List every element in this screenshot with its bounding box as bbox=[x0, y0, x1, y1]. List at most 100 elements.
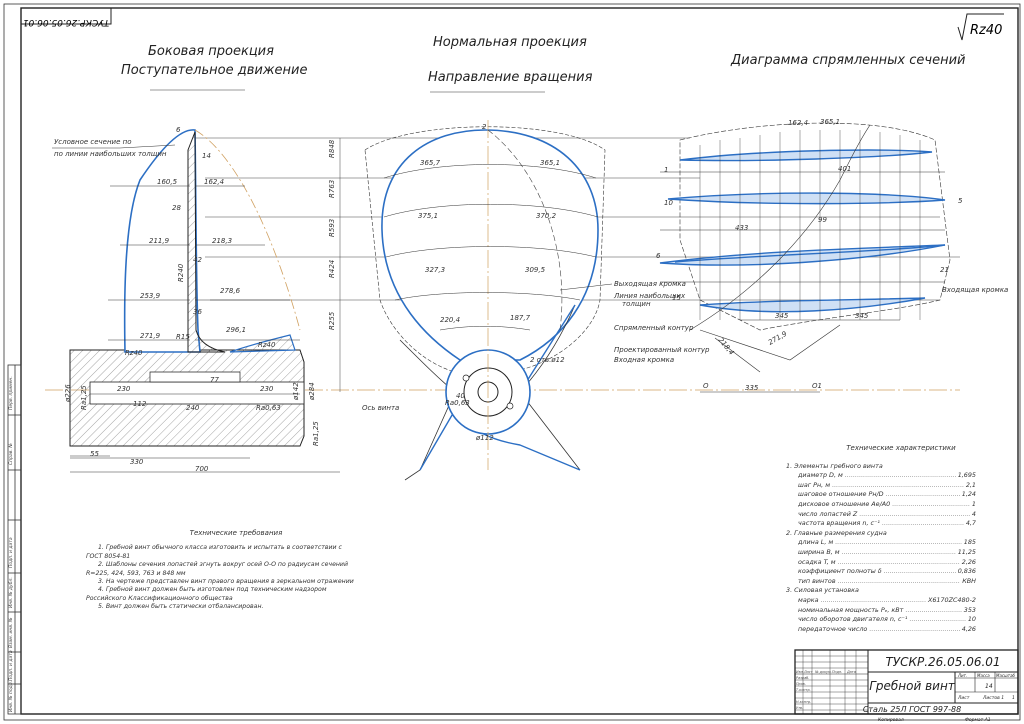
tech-char-value: Х6170ZC480-2 bbox=[927, 595, 976, 604]
side-dim-2539: 253,9 bbox=[140, 292, 161, 300]
side-dim-2119: 211,9 bbox=[149, 237, 170, 245]
outer-frame bbox=[3, 3, 1021, 721]
normal-dim-40: 40 bbox=[456, 392, 465, 400]
tech-char-row: частота вращения n, с⁻¹4,7 bbox=[786, 519, 976, 529]
normal-projection bbox=[364, 120, 613, 481]
diagram-diagonal bbox=[689, 124, 871, 331]
tech-char-value: 353 bbox=[963, 605, 976, 614]
heading-side-2: Поступательное движение bbox=[121, 63, 308, 78]
side-r240: R240 bbox=[177, 263, 185, 282]
tech-req-3: 3. На чертеже представлен винт правого в… bbox=[98, 578, 354, 586]
diag-label-1: 1 bbox=[664, 166, 668, 174]
tech-char-label: ширина B, м bbox=[798, 548, 956, 558]
side-r15: R15 bbox=[176, 333, 190, 341]
role-date: Дата bbox=[846, 670, 856, 674]
tech-char-row: коэффициент полноты δ0,836 bbox=[786, 567, 976, 577]
normal-ra063: Ra0,63 bbox=[445, 399, 470, 407]
roughness-sign bbox=[957, 13, 1004, 41]
diag-dim-401: 401 bbox=[838, 165, 851, 173]
role-doc: № докум. bbox=[814, 670, 832, 674]
tech-char-row: число лопастей Z4 bbox=[786, 510, 976, 520]
diag-dim-1624: 162,4 bbox=[788, 119, 808, 127]
tech-char-value: 4,26 bbox=[961, 624, 976, 633]
side-d284: ø284 bbox=[308, 382, 316, 401]
side-dim-14: 14 bbox=[202, 152, 211, 160]
normal-dim-3751: 375,1 bbox=[418, 212, 438, 220]
left-strip bbox=[7, 364, 22, 715]
tech-char-row: передаточное число4,26 bbox=[786, 625, 976, 635]
title-code: ТУСКР.26.05.06.01 bbox=[885, 655, 1000, 669]
normal-outer-dash bbox=[364, 126, 606, 373]
normal-dim-3273: 327,3 bbox=[425, 266, 445, 274]
strip-label-4: Инв. № дубл. bbox=[8, 577, 14, 608]
tech-char-label: диаметр D, м bbox=[798, 471, 956, 481]
title-hdr-scale: Масштаб bbox=[996, 673, 1016, 678]
callout-entry-edge: Входная кромка bbox=[614, 356, 674, 364]
sections-diagram bbox=[659, 122, 951, 393]
title-name: Гребной винт bbox=[869, 679, 956, 693]
diag-dim-335: 335 bbox=[745, 384, 759, 392]
tech-char-row: число оборотов двигателя n, с⁻¹10 bbox=[786, 615, 976, 625]
tech-char-row: длина L, м185 bbox=[786, 538, 976, 548]
tech-char-value: КВН bbox=[962, 576, 976, 585]
normal-dim-2: 2 bbox=[482, 123, 487, 131]
tech-char-row: ширина B, м11,25 bbox=[786, 548, 976, 558]
side-ra125a: Ra1,25 bbox=[80, 385, 88, 410]
tech-char-value: 1,695 bbox=[957, 471, 976, 480]
tech-char-value: 185 bbox=[963, 538, 976, 547]
section-r424 bbox=[674, 244, 946, 263]
tech-char-row: дисковое отношение Ae/A01 bbox=[786, 500, 976, 510]
normal-callout-leaders bbox=[559, 283, 613, 291]
side-d142: ø142 bbox=[292, 382, 300, 401]
role-nkontr: Н.контр. bbox=[796, 700, 811, 704]
title-hdr-mass: Масса bbox=[977, 673, 990, 678]
tech-char-label: длина L, м bbox=[798, 538, 962, 548]
tech-char-label: число лопастей Z bbox=[798, 510, 970, 520]
side-dim-1605: 160,5 bbox=[157, 178, 178, 186]
strip-label-3: Подп. и дата bbox=[8, 537, 14, 568]
side-skew-line bbox=[194, 129, 301, 331]
roughness-text: Rz40 bbox=[970, 23, 1002, 38]
radius-r424: R424 bbox=[328, 260, 336, 278]
diag-label-o1: O1 bbox=[812, 382, 822, 390]
radius-r848: R848 bbox=[328, 139, 336, 158]
diag-label-10: 10 bbox=[664, 199, 673, 207]
side-dim-6: 6 bbox=[176, 126, 181, 134]
title-sheet-count: 1 bbox=[1012, 695, 1015, 701]
radius-r255: R255 bbox=[328, 311, 336, 330]
tech-req-1: 1. Гребной винт обычного класса изготови… bbox=[86, 544, 342, 560]
strip-label-1: Перв. примен. bbox=[8, 376, 14, 410]
diag-dim-2719: 271,9 bbox=[767, 330, 789, 347]
role-razrab: Разраб. bbox=[796, 676, 809, 680]
normal-dim-3702: 370,2 bbox=[536, 212, 557, 220]
side-dim-230b: 230 bbox=[260, 385, 274, 393]
callout-conditional-2: по линии наибольших толщин bbox=[54, 150, 167, 158]
side-blade bbox=[123, 129, 201, 353]
tech-char-value: 1,24 bbox=[961, 490, 976, 499]
diag-dim-99: 99 bbox=[818, 216, 827, 224]
strip-label-2: Справ. № bbox=[8, 443, 14, 465]
side-dim-2786: 278,6 bbox=[220, 287, 241, 295]
title-sheet: Лист bbox=[957, 695, 970, 701]
title-format: Формат А1 bbox=[965, 717, 991, 723]
tech-char-label: частота вращения n, с⁻¹ bbox=[798, 519, 964, 529]
tech-char-label: число оборотов двигателя n, с⁻¹ bbox=[798, 615, 966, 625]
tech-char-row: шаговое отношение Pн/D1,24 bbox=[786, 490, 976, 500]
tech-char-row: маркаХ6170ZC480-2 bbox=[786, 596, 976, 606]
tech-char-sec1: 1. Элементы гребного винта bbox=[786, 461, 883, 470]
strip-label-5: Взам. инв. № bbox=[8, 617, 14, 648]
radius-r763: R763 bbox=[328, 180, 336, 198]
blade-tip-fillet bbox=[229, 334, 296, 353]
diag-label-21: 21 bbox=[940, 266, 949, 274]
side-dim-36: 36 bbox=[193, 308, 202, 316]
tech-requirements-title: Технические требования bbox=[189, 529, 283, 537]
heading-normal-1: Нормальная проекция bbox=[433, 35, 587, 50]
side-dim-28: 28 bbox=[172, 204, 181, 212]
tech-char-row: осадка T, м2,26 bbox=[786, 558, 976, 568]
tech-char-value: 4 bbox=[971, 509, 976, 518]
normal-skew-line bbox=[487, 129, 563, 331]
inner-frame bbox=[20, 7, 1019, 715]
role-list: Лист bbox=[803, 670, 814, 674]
tech-char-label: коэффициент полноты δ bbox=[798, 567, 956, 577]
